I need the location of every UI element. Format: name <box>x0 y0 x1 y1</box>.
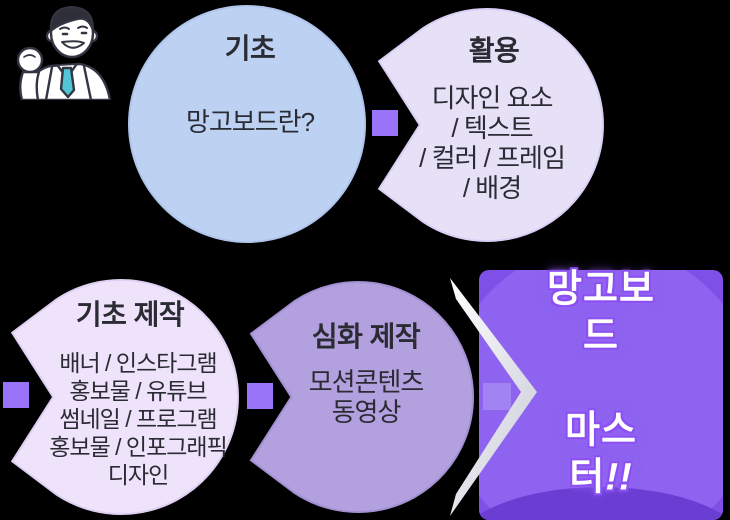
step-usage-body: 디자인 요소 / 텍스트 / 컬러 / 프레임 / 배경 <box>419 83 566 203</box>
master-title-exclamation: !! <box>605 456 633 499</box>
master-title-line1: 망고보드 <box>547 268 655 358</box>
mascot-arm <box>19 70 41 100</box>
mascot-fist-line <box>23 54 36 58</box>
cheering-man-illustration <box>16 6 112 100</box>
connector-square-1 <box>372 110 398 136</box>
connector-square-4 <box>483 383 511 410</box>
master-title-line2: 마스터!! <box>565 409 637 499</box>
connector-square-3 <box>247 383 273 409</box>
step-advanced-production-body: 모션콘텐츠 동영상 <box>308 367 425 427</box>
master-box-inner-circle <box>479 270 723 520</box>
master-title: 망고보드 마스터!! <box>537 220 666 520</box>
step-basic-title: 기초 <box>224 33 276 65</box>
mascot-tie <box>59 66 76 99</box>
step-advanced-production-shape <box>249 281 475 513</box>
step-basic-body: 망고보드란? <box>185 107 315 137</box>
step-basic-production-title: 기초 제작 <box>75 299 185 331</box>
step-basic-production-shape <box>10 279 239 515</box>
step-usage-shape <box>377 8 604 242</box>
step-usage-title: 활용 <box>468 35 520 67</box>
mascot-mouth <box>61 40 85 49</box>
mascot-lapel-right <box>82 64 93 100</box>
mascot-lapel-left <box>44 65 54 100</box>
mascot-eyes <box>61 31 88 36</box>
mascot-brows <box>59 25 88 30</box>
chevron-arrow-icon <box>450 278 537 516</box>
step-basic-shape <box>128 5 366 243</box>
mascot-hair <box>49 6 95 32</box>
step-basic-production-body: 배너 / 인스타그램 홍보물 / 유튜브 썸네일 / 프로그램 홍보물 / 인포… <box>49 350 227 488</box>
mascot-fist <box>16 46 44 74</box>
step-advanced-production-title: 심화 제작 <box>311 321 421 353</box>
connector-square-2 <box>3 382 29 408</box>
